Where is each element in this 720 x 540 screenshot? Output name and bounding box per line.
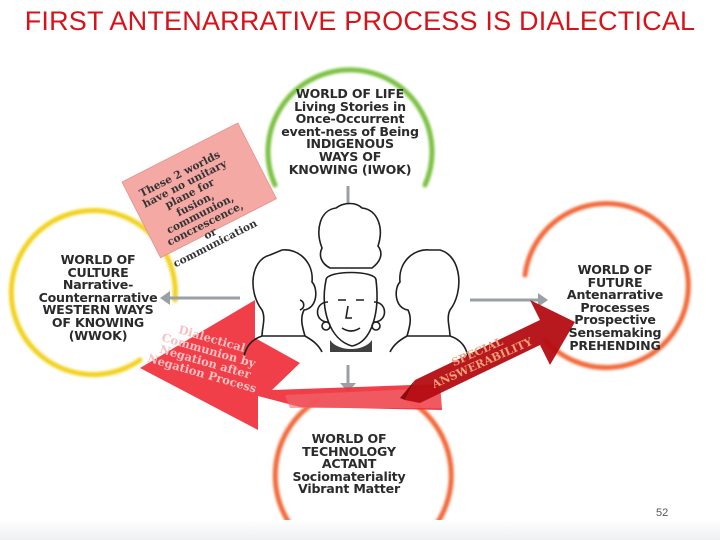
world-future-text: WORLD OF FUTURE Antenarrative Processes …	[566, 262, 664, 353]
world-technology-ring	[272, 395, 454, 540]
world-life-ring	[265, 67, 435, 188]
footer-shade	[0, 520, 720, 540]
world-future-ring	[522, 201, 691, 371]
slide-title: FIRST ANTENARRATIVE PROCESS IS DIALECTIC…	[24, 6, 696, 36]
world-culture-text: WORLD OF CULTURE Narrative- Counternarra…	[38, 252, 158, 343]
dialectical-arrow	[140, 300, 442, 430]
world-technology-text: WORLD OF TECHNOLOGY ACTANT Sociomaterial…	[292, 431, 406, 497]
note-box	[121, 122, 277, 259]
page-number: 52	[656, 507, 669, 519]
world-life-text: WORLD OF LIFE Living Stories in Once-Occ…	[281, 86, 419, 177]
answerability-arrow	[400, 300, 575, 403]
three-heads-illustration	[243, 202, 469, 357]
